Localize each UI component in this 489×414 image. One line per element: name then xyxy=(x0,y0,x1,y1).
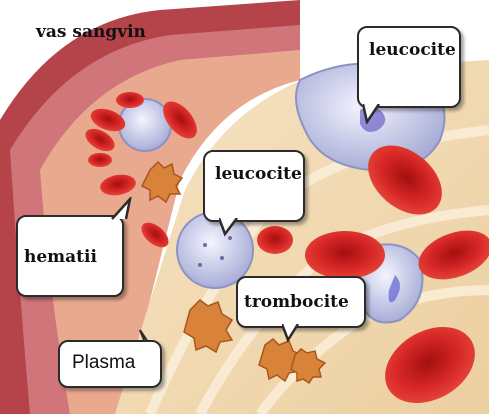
hematii-label: hematii xyxy=(24,247,97,267)
callout-tail-icon xyxy=(363,104,381,124)
callout-tail-icon xyxy=(219,218,241,238)
trombocite-callout: trombocite xyxy=(236,276,366,328)
leucocite-mid-callout: leucocite xyxy=(203,150,305,222)
hematii-callout: hematii xyxy=(16,215,124,297)
plasma-label: Plasma xyxy=(72,352,135,374)
leucocite-top-callout: leucocite xyxy=(357,26,461,108)
callout-tail-icon xyxy=(282,324,302,344)
callout-tail-icon xyxy=(110,197,134,221)
trombocite-label: trombocite xyxy=(244,292,349,312)
leucocite-top-label: leucocite xyxy=(369,40,456,60)
vessel-label: vas sangvin xyxy=(36,22,146,42)
plasma-callout: Plasma xyxy=(58,340,162,388)
leucocite-mid-label: leucocite xyxy=(215,164,302,184)
